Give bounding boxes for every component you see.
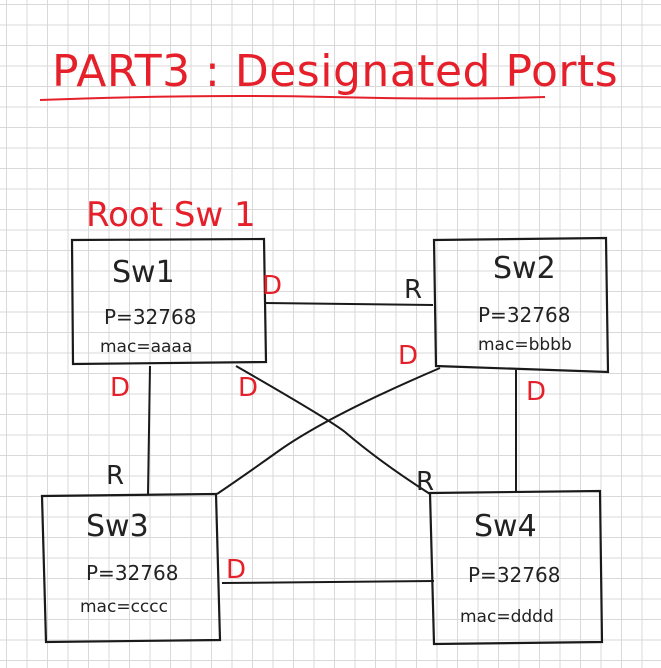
link-sw1-sw3: [147, 365, 151, 495]
switch-priority: P=32768: [86, 561, 178, 585]
switch-mac: mac=bbbb: [478, 335, 572, 355]
switch-box: [428, 489, 604, 646]
port-label-root: R: [416, 467, 434, 497]
switch-mac: mac=dddd: [460, 607, 554, 627]
port-label-root: R: [404, 275, 422, 305]
switch-sw1: Sw1 P=32768 mac=aaaa: [70, 237, 268, 366]
link-sw2-sw3: [216, 367, 441, 495]
switch-priority: P=32768: [478, 303, 570, 327]
switch-box: [432, 236, 610, 374]
switch-name: Sw4: [474, 509, 537, 544]
switch-sw4: Sw4 P=32768 mac=dddd: [428, 489, 604, 646]
switch-mac: mac=aaaa: [100, 337, 192, 357]
port-label-root: R: [106, 461, 124, 491]
switch-priority: P=32768: [468, 563, 560, 587]
switch-box: [70, 237, 268, 366]
port-label-designated: D: [238, 373, 258, 403]
switch-name: Sw1: [112, 255, 175, 290]
link-sw3-sw4: [221, 580, 435, 584]
switch-sw2: Sw2 P=32768 mac=bbbb: [432, 236, 610, 374]
port-label-designated: D: [262, 271, 282, 301]
switch-box: [40, 492, 222, 644]
link-sw1-sw4: [235, 365, 431, 495]
port-label-designated: D: [526, 377, 546, 407]
switch-sw3: Sw3 P=32768 mac=cccc: [40, 492, 222, 644]
port-label-designated: D: [226, 555, 246, 585]
switch-mac: mac=cccc: [80, 597, 168, 617]
port-label-designated: D: [110, 373, 130, 403]
root-switch-label: Root Sw 1: [86, 195, 256, 235]
page-title: PART3 : Designated Ports: [52, 46, 618, 97]
switch-name: Sw2: [493, 251, 556, 286]
switch-name: Sw3: [86, 509, 149, 544]
switch-priority: P=32768: [104, 305, 196, 329]
title-underline: [39, 95, 546, 101]
port-label-designated: D: [398, 341, 418, 371]
link-sw1-sw2: [264, 302, 434, 306]
